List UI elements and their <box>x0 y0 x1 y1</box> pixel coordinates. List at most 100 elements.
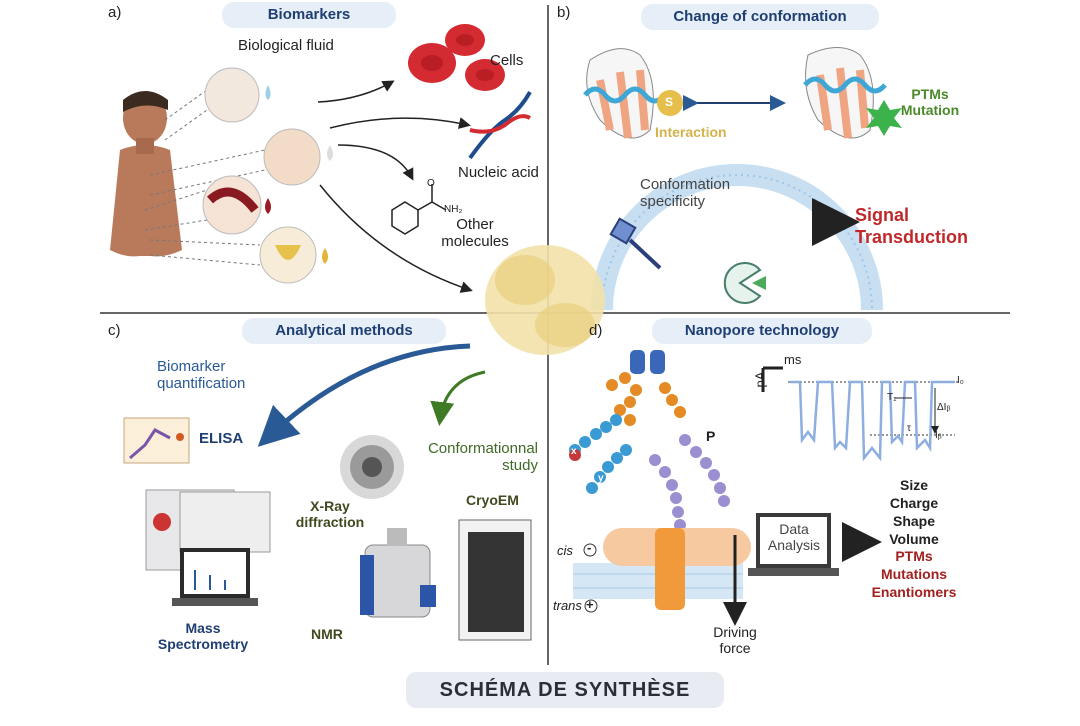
footer-title: SCHÉMA DE SYNTHÈSE <box>406 672 724 708</box>
prop-shape: Shape <box>892 513 935 529</box>
mutation-x-label: x <box>571 446 577 457</box>
oxygen-label: O <box>427 178 435 189</box>
substrate-label: S <box>665 95 674 109</box>
panel-d-letter: d) <box>589 322 603 339</box>
biomarker-arrows <box>317 80 473 293</box>
pacman-receptor-icon <box>723 262 766 304</box>
delta-ib-label: ΔIᵦ <box>937 402 951 413</box>
fluid-sources <box>144 89 266 266</box>
ms-line2: Spectrometry <box>157 636 249 652</box>
substrate-circle <box>657 90 683 116</box>
conf-line2: specificity <box>640 193 706 210</box>
i0-label: I₀ <box>957 375 964 386</box>
driving-line1: Driving <box>713 624 757 640</box>
nucleic-acid-label: Nucleic acid <box>458 164 539 181</box>
data-line2: Analysis <box>767 537 821 553</box>
data-analysis-label: Data Analysis <box>762 521 826 553</box>
conformation-arrow <box>430 370 486 426</box>
trans-label: trans <box>553 598 582 613</box>
prop-ptms: PTMs <box>895 548 933 564</box>
biological-fluid-label: Biological fluid <box>238 37 334 54</box>
saliva-drop-icon <box>265 85 271 100</box>
prop-mutations: Mutations <box>880 566 948 582</box>
t1-label: T₁ <box>887 392 897 403</box>
human-figure <box>110 91 182 257</box>
quant-line2: quantification <box>157 375 246 392</box>
prop-charge: Charge <box>889 495 939 511</box>
nicotinamide-molecule-icon <box>391 184 447 235</box>
panel-c-title: Analytical methods <box>242 318 446 344</box>
ptms-mutation-label: PTMs Mutation <box>895 86 965 118</box>
conformation-specificity-label: Conformation specificity <box>640 176 730 210</box>
cis-charge-circle <box>583 543 597 557</box>
cryoem-instrument-icon <box>458 519 532 641</box>
signal-transduction-label: Signal Transduction <box>855 204 968 248</box>
cryoem-label: CryoEM <box>466 492 519 508</box>
conformational-study-label: Conformationnal study <box>418 440 538 474</box>
mutation-line: Mutation <box>900 102 960 118</box>
cis-label: cis <box>557 543 573 558</box>
conf-line1: Conformation <box>640 176 731 193</box>
blood-drop-icon <box>265 198 271 214</box>
trans-charge-circle <box>584 599 598 613</box>
biomarker-quantification-label: Biomarker quantification <box>157 358 245 392</box>
panel-a-letter: a) <box>108 4 122 21</box>
other-line1: Other <box>456 216 494 233</box>
nmr-label: NMR <box>311 626 343 642</box>
quant-line1: Biomarker <box>157 358 226 375</box>
protein-right-icon <box>803 47 887 139</box>
mass-spectrometer-icon <box>145 489 271 606</box>
xray-pattern-icon <box>340 435 404 499</box>
urine-drop-icon <box>322 248 328 264</box>
gloves-icon <box>630 350 665 374</box>
protein-blob-icon <box>485 245 605 355</box>
phospho-label: P <box>706 428 716 444</box>
interaction-label: Interaction <box>655 124 727 140</box>
skin-inset <box>263 128 321 186</box>
nanopore-channel <box>655 528 685 610</box>
amino-acid-chain-left <box>606 372 642 426</box>
mutation-residue <box>569 449 581 461</box>
xray-label: X-Ray diffraction <box>290 498 370 530</box>
amino-acid-chain-right <box>659 382 686 418</box>
driving-line2: force <box>719 640 751 656</box>
dna-icon <box>468 91 532 160</box>
conf-study-line1: Conformationnal <box>427 440 538 457</box>
prop-volume: Volume <box>889 531 939 547</box>
signal-line1: Signal <box>855 205 910 225</box>
ib-label: Iᵦ <box>935 430 942 441</box>
xray-line2: diffraction <box>295 514 365 530</box>
mass-spectrometry-label: Mass Spectrometry <box>148 620 258 652</box>
properties-red-label: PTMs Mutations Enantiomers <box>864 547 964 601</box>
elisa-label: ELISA <box>199 430 244 447</box>
data-line1: Data <box>779 521 809 537</box>
red-blood-cells-icon <box>408 24 505 91</box>
conf-study-line2: study <box>502 457 538 474</box>
plus-sign: + <box>586 597 594 612</box>
panel-d-title: Nanopore technology <box>652 318 872 344</box>
mutation-y-label: y <box>598 473 604 484</box>
mutation-star-icon <box>866 100 902 136</box>
xray-line1: X-Ray <box>310 498 350 514</box>
nmr-instrument-icon <box>360 528 436 618</box>
other-molecules-label: Other molecules <box>440 216 510 250</box>
minus-sign: - <box>587 540 592 555</box>
ms-line1: Mass <box>185 620 221 636</box>
protein-left-icon <box>583 48 667 139</box>
driving-force-label: Driving force <box>695 624 775 656</box>
laptop-icon <box>748 513 839 576</box>
signal-line2: Transduction <box>855 227 969 247</box>
panel-b-letter: b) <box>557 4 571 21</box>
cells-label: Cells <box>490 52 524 69</box>
quantification-arrow <box>257 343 471 447</box>
face-inset <box>204 67 260 123</box>
sweat-drop-icon <box>327 145 333 161</box>
panel-c-letter: c) <box>108 322 121 339</box>
panel-b-title: Change of conformation <box>641 4 879 30</box>
ms-unit: ms <box>784 352 802 367</box>
tau-label: τ <box>907 423 911 434</box>
elisa-plate-icon <box>123 417 190 464</box>
pA-unit: pA <box>752 371 768 388</box>
prop-size: Size <box>899 477 928 493</box>
